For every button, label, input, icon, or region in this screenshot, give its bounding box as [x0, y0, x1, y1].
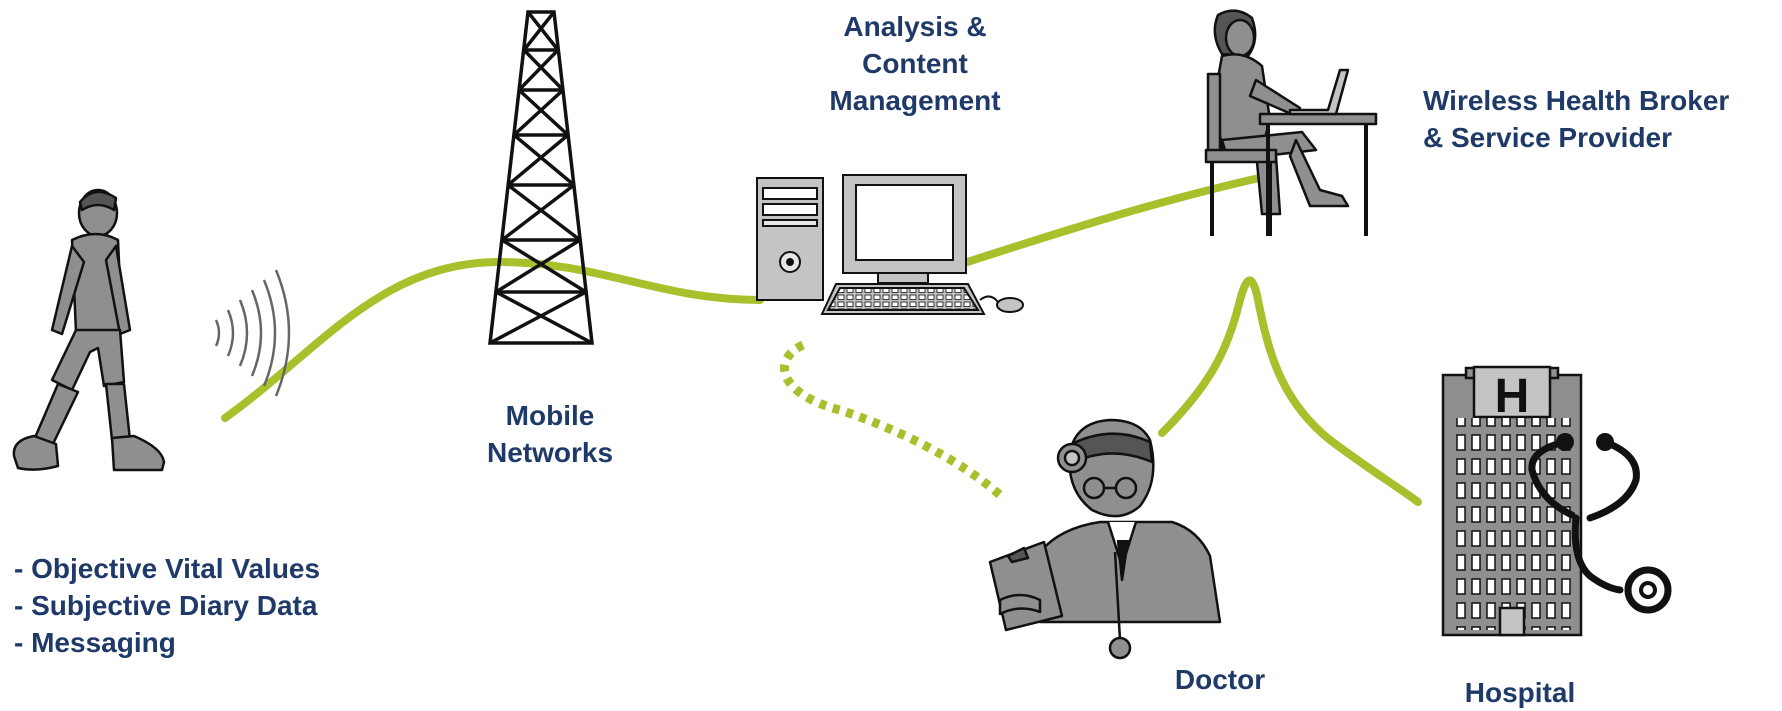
- label-line: Networks: [486, 437, 614, 468]
- tower-icon: [488, 10, 594, 345]
- doctor-icon: [988, 418, 1222, 660]
- label-line: Wireless Health Broker: [1423, 85, 1730, 116]
- label-doctor: Doctor: [1130, 661, 1310, 698]
- label-line: Management: [829, 85, 1001, 116]
- list-item: - Messaging: [14, 627, 176, 658]
- label-line: Doctor: [1174, 664, 1266, 695]
- list-item: - Subjective Diary Data: [14, 590, 318, 621]
- connection-computer-broker: [954, 172, 1272, 269]
- label-line: Content: [862, 48, 968, 79]
- hospital-icon: [1441, 365, 1583, 637]
- computer-icon: [756, 174, 1024, 315]
- label-hospital: Hospital: [1430, 674, 1610, 711]
- stethoscope-earpiece: [1556, 433, 1574, 451]
- stethoscope-icon: [1528, 438, 1672, 614]
- wireless-signal-icon: [214, 269, 291, 397]
- connection-doctor-hospital: [1158, 276, 1422, 506]
- label-patient-data-list: - Objective Vital Values - Subjective Di…: [14, 550, 320, 661]
- label-line: Analysis &: [843, 11, 987, 42]
- label-wireless-health-broker: Wireless Health Broker & Service Provide…: [1423, 82, 1729, 156]
- person-walking-icon: [12, 188, 166, 472]
- label-mobile-networks: Mobile Networks: [460, 397, 640, 471]
- stethoscope-earpiece: [1596, 433, 1614, 451]
- label-line: Hospital: [1464, 677, 1576, 708]
- label-line: Mobile: [505, 400, 595, 431]
- label-line: & Service Provider: [1423, 122, 1673, 153]
- connection-computer-doctor-dotted: [780, 340, 1003, 499]
- label-analysis-content-management: Analysis & Content Management: [800, 8, 1030, 119]
- list-item: - Objective Vital Values: [14, 553, 321, 584]
- hospital-sign: H: [1495, 370, 1530, 423]
- woman-at-laptop-icon: [1204, 9, 1378, 236]
